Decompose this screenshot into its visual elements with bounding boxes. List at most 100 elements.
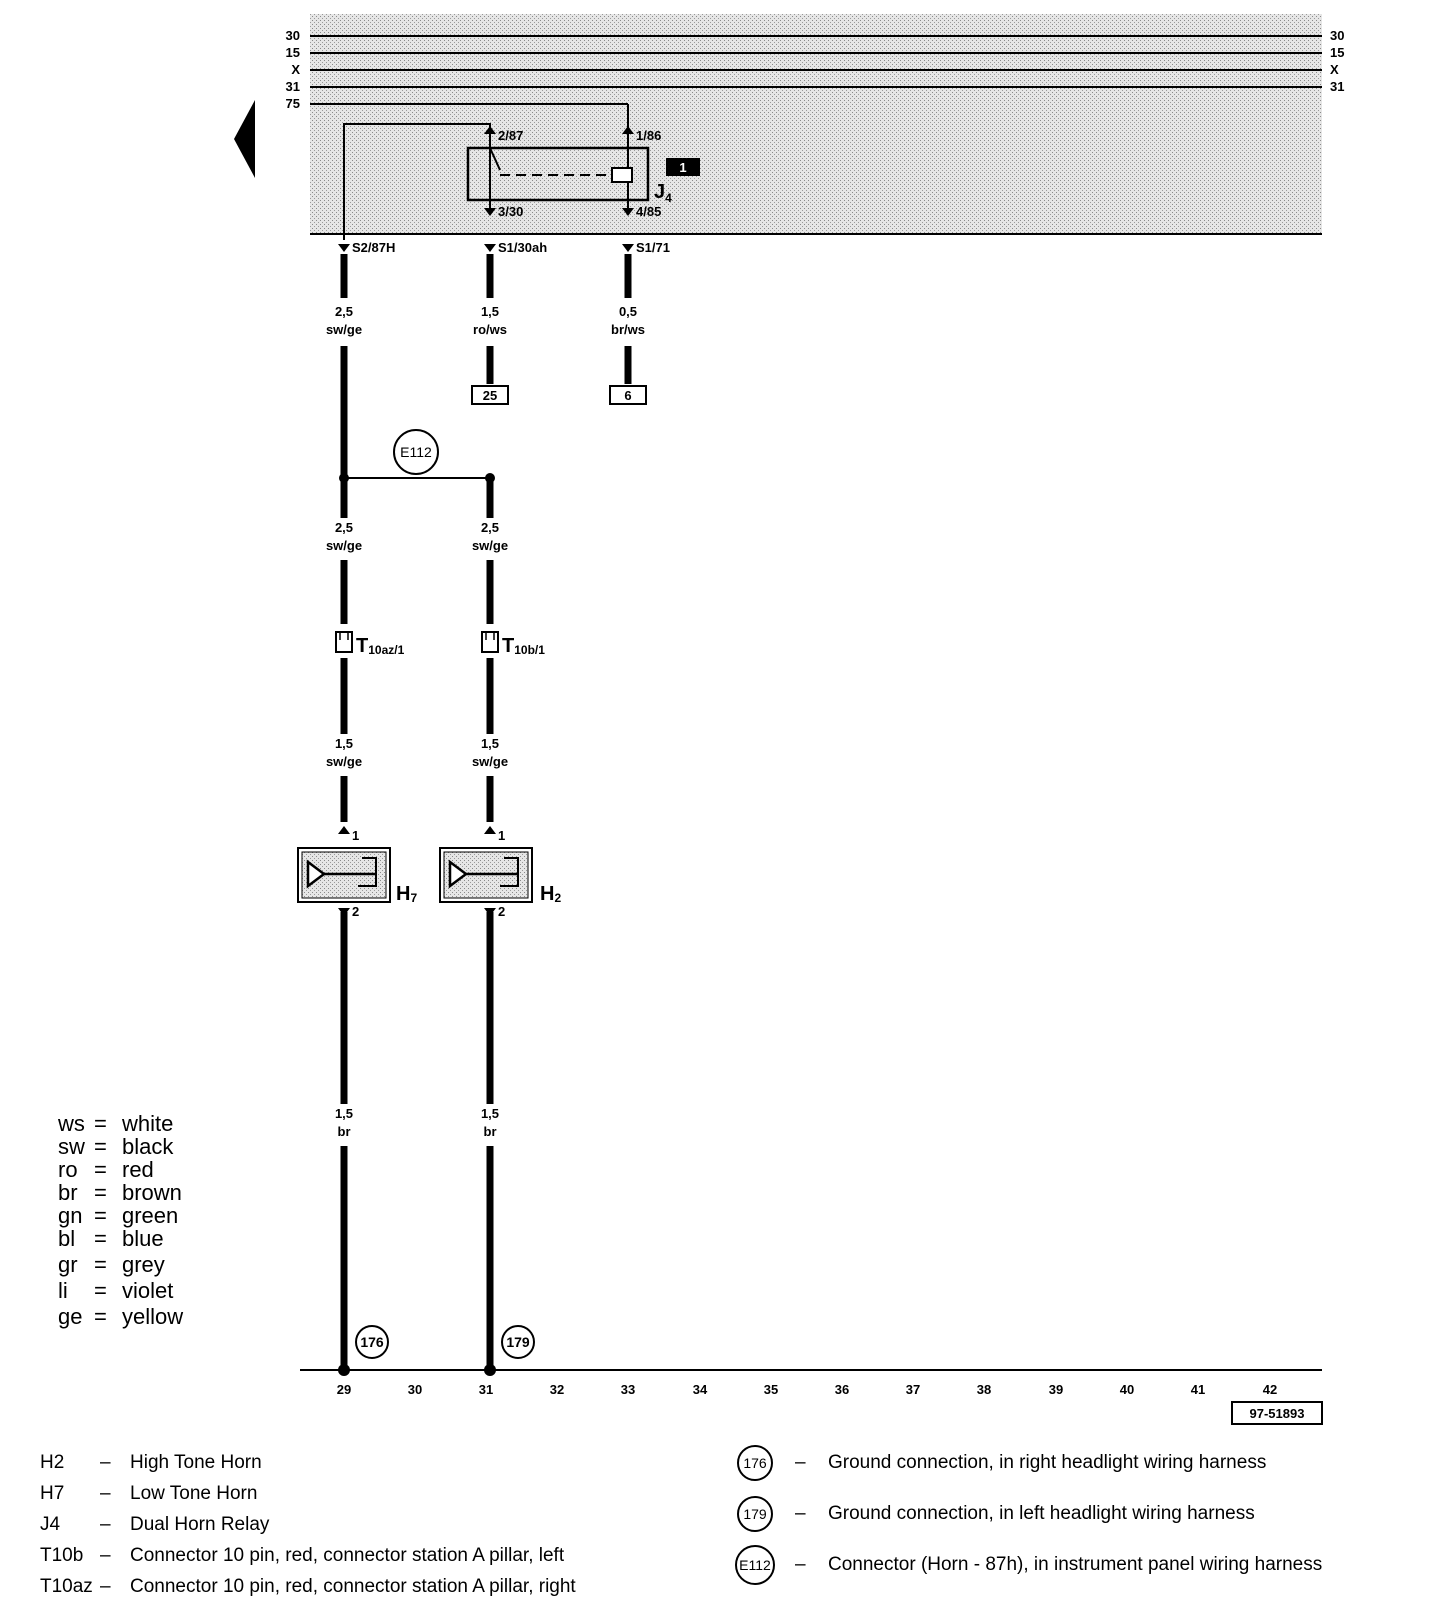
horn-h7: 1 2 H7: [297, 826, 417, 919]
exit-label-s2-87h: S2/87H: [352, 240, 395, 255]
svg-text:H7: H7: [40, 1483, 64, 1504]
pin-arrow-icon: [484, 208, 496, 216]
relay-badge-number: 1: [679, 160, 686, 175]
svg-text:Connector (Horn - 87h), in ins: Connector (Horn - 87h), in instrument pa…: [828, 1554, 1322, 1575]
wire-color: ro/ws: [473, 322, 507, 337]
bus-label-31: 31: [286, 79, 300, 94]
svg-text:red: red: [122, 1157, 154, 1182]
svg-text:green: green: [122, 1203, 178, 1228]
ground-179-label: 179: [506, 1334, 530, 1350]
bus-label-75: 75: [286, 96, 300, 111]
svg-text:176: 176: [743, 1455, 767, 1471]
relay-pin-2-87: 2/87: [498, 128, 523, 143]
bus-label-right-30: 30: [1330, 28, 1344, 43]
svg-text:yellow: yellow: [122, 1304, 183, 1329]
svg-text:H7: H7: [396, 883, 417, 905]
svg-text:white: white: [121, 1111, 173, 1136]
previous-page-arrow-icon[interactable]: [234, 100, 255, 178]
wire-size: 2,5: [481, 520, 499, 535]
exit-arrow-icon: [338, 244, 350, 252]
pin-arrow-icon: [484, 126, 496, 134]
svg-text:bl: bl: [58, 1226, 75, 1251]
exit-arrow-icon: [484, 244, 496, 252]
splice-dot: [485, 473, 495, 483]
svg-text:42: 42: [1263, 1382, 1277, 1397]
relay-wiring: [343, 104, 629, 240]
svg-text:2: 2: [498, 904, 505, 919]
wire-color: sw/ge: [326, 322, 362, 337]
svg-text:Low Tone Horn: Low Tone Horn: [130, 1483, 257, 1504]
svg-text:T10az/1: T10az/1: [356, 635, 405, 657]
svg-text:grey: grey: [122, 1252, 165, 1277]
ground-legend: 176 – Ground connection, in right headli…: [735, 1445, 1322, 1585]
svg-text:sw: sw: [58, 1134, 85, 1159]
svg-text:=: =: [94, 1134, 107, 1159]
relay-name: J4: [654, 181, 672, 205]
exit-arrow-icon: [622, 244, 634, 252]
svg-text:=: =: [94, 1304, 107, 1329]
bus-label-right-31: 31: [1330, 79, 1344, 94]
svg-text:40: 40: [1120, 1382, 1134, 1397]
svg-text:2: 2: [352, 904, 359, 919]
bus-label-30: 30: [286, 28, 300, 43]
bus-label-x: X: [291, 62, 300, 77]
svg-text:=: =: [94, 1111, 107, 1136]
wire-color: sw/ge: [326, 754, 362, 769]
wire-size: 1,5: [335, 736, 353, 751]
diagram-id-box: [1231, 1401, 1323, 1425]
svg-text:31: 31: [479, 1382, 493, 1397]
svg-text:blue: blue: [122, 1226, 164, 1251]
wire-color: br/ws: [611, 322, 645, 337]
svg-text:–: –: [795, 1554, 806, 1575]
diagram-id: 97-51893: [1250, 1406, 1305, 1421]
ref-box-label: 6: [624, 388, 631, 403]
relay-badge: [666, 158, 700, 176]
ground-176-label: 176: [360, 1334, 384, 1350]
relay-pin-3-30: 3/30: [498, 204, 523, 219]
bus-label-15: 15: [286, 45, 300, 60]
wires: [340, 254, 632, 1370]
ground-179-symbol: [501, 1325, 535, 1359]
svg-text:=: =: [94, 1157, 107, 1182]
svg-text:35: 35: [764, 1382, 778, 1397]
svg-text:1: 1: [498, 828, 505, 843]
svg-text:High Tone Horn: High Tone Horn: [130, 1452, 262, 1473]
connector-t10b-1: T10b/1: [481, 631, 545, 657]
svg-text:33: 33: [621, 1382, 635, 1397]
svg-text:br: br: [58, 1180, 78, 1205]
svg-text:H2: H2: [540, 883, 561, 905]
svg-text:=: =: [94, 1252, 107, 1277]
relay-pin-4-85: 4/85: [636, 204, 661, 219]
svg-text:brown: brown: [122, 1180, 182, 1205]
svg-text:–: –: [100, 1514, 111, 1535]
svg-text:–: –: [795, 1452, 806, 1473]
svg-text:39: 39: [1049, 1382, 1063, 1397]
relay-contact-symbol: [489, 147, 633, 183]
svg-text:–: –: [795, 1503, 806, 1524]
svg-text:=: =: [94, 1203, 107, 1228]
wire-color: br: [338, 1124, 351, 1139]
svg-text:36: 36: [835, 1382, 849, 1397]
splice-dot: [339, 473, 349, 483]
relay-pin-1-86: 1/86: [636, 128, 661, 143]
svg-text:1: 1: [352, 828, 359, 843]
svg-text:41: 41: [1191, 1382, 1205, 1397]
svg-text:–: –: [100, 1483, 111, 1504]
svg-text:=: =: [94, 1226, 107, 1251]
svg-text:violet: violet: [122, 1278, 173, 1303]
wire-size: 0,5: [619, 304, 637, 319]
svg-text:Dual Horn Relay: Dual Horn Relay: [130, 1514, 270, 1535]
ground-176-symbol: [355, 1325, 389, 1359]
wire-size: 2,5: [335, 520, 353, 535]
wire-size: 1,5: [335, 1106, 353, 1121]
svg-text:34: 34: [693, 1382, 708, 1397]
svg-text:H2: H2: [40, 1452, 64, 1473]
svg-text:J4: J4: [40, 1514, 61, 1535]
svg-text:T10b/1: T10b/1: [502, 635, 545, 657]
svg-text:ge: ge: [58, 1304, 82, 1329]
svg-text:30: 30: [408, 1382, 422, 1397]
wire-size: 2,5: [335, 304, 353, 319]
color-legend: ws=white sw=black ro=red br=brown gn=gre…: [57, 1111, 183, 1329]
svg-text:gn: gn: [58, 1203, 82, 1228]
